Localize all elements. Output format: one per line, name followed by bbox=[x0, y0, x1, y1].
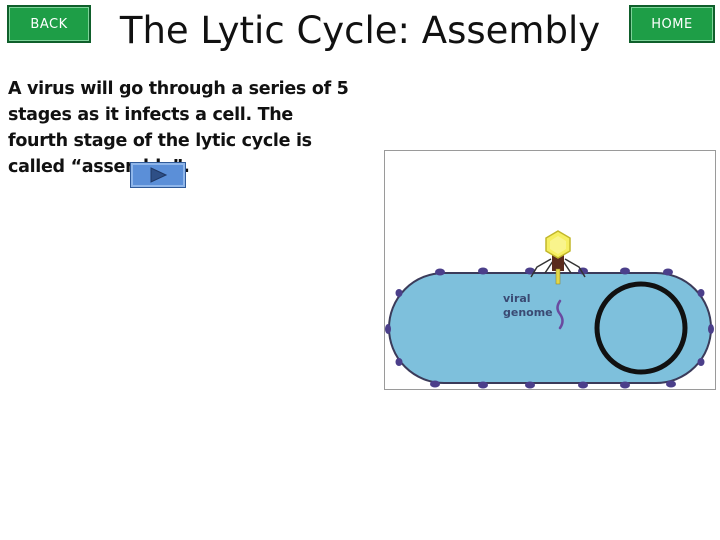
viral-genome bbox=[556, 299, 564, 330]
viral-genome-label-line1: viral bbox=[503, 292, 531, 305]
bacteriophage bbox=[530, 230, 586, 285]
viral-genome-label: viral genome bbox=[503, 292, 553, 320]
bacterial-chromosome bbox=[594, 281, 688, 375]
play-triangle-icon bbox=[150, 167, 168, 183]
bacterium-diagram bbox=[385, 230, 714, 389]
play-button[interactable] bbox=[130, 162, 186, 188]
viral-genome-label-line2: genome bbox=[503, 306, 553, 319]
membrane-dots bbox=[385, 267, 714, 389]
lytic-cycle-illustration: viral genome bbox=[384, 150, 716, 390]
body-text: A virus will go through a series of 5 st… bbox=[8, 79, 349, 177]
home-button[interactable]: HOME bbox=[629, 5, 715, 43]
page-title: The Lytic Cycle: Assembly bbox=[119, 9, 601, 52]
back-button[interactable]: BACK bbox=[7, 5, 91, 43]
